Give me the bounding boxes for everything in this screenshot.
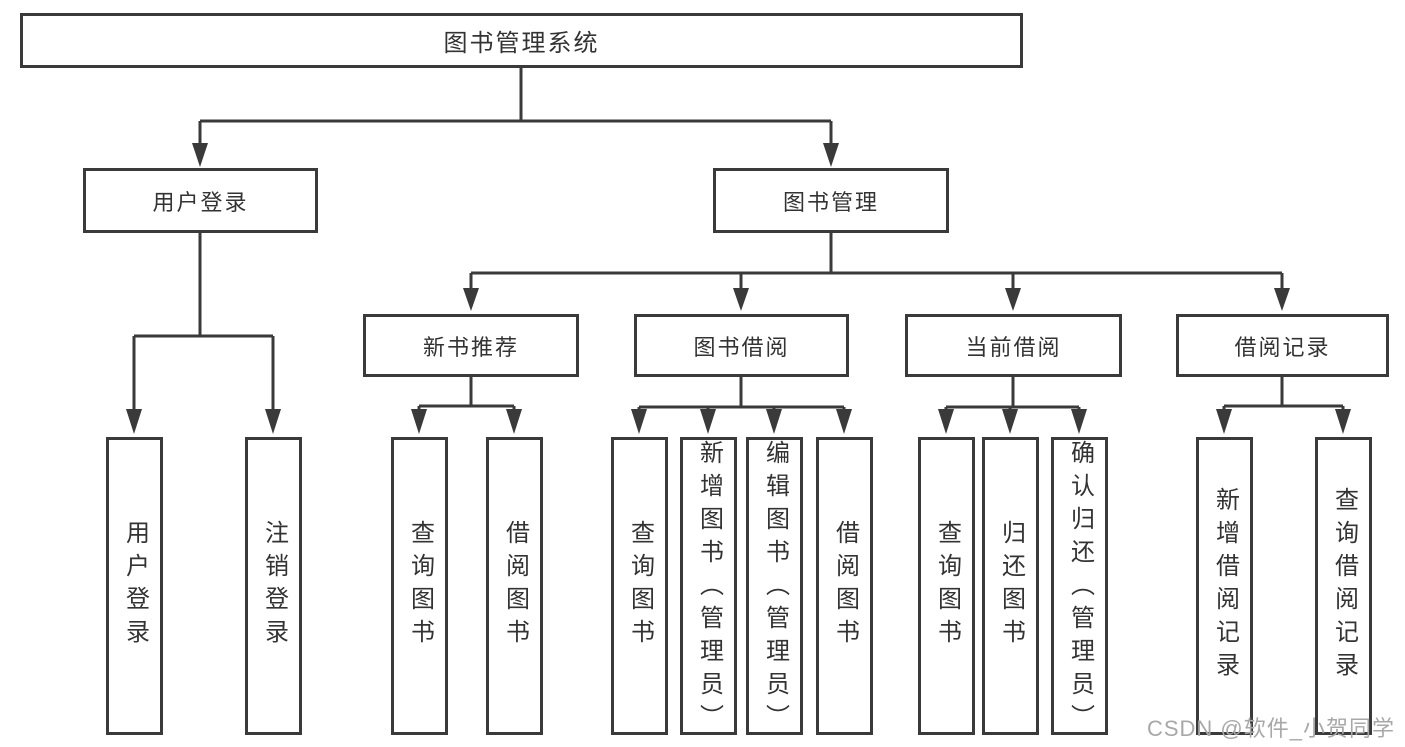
node-label: 图书管理 [782, 189, 879, 215]
leaf-label: 新增图书（管理员） [695, 440, 723, 737]
connector-user-login-to-leaves [126, 233, 281, 434]
leaf-label: 查询图书 [933, 520, 961, 652]
arrowhead [192, 143, 208, 167]
arrowhead [411, 409, 427, 434]
node-book-management: 图书管理 [713, 168, 949, 233]
arrowhead [1071, 409, 1087, 434]
node-borrow-records: 借阅记录 [1176, 314, 1389, 377]
arrowhead [126, 409, 142, 434]
leaf-logout: 注销登录 [245, 437, 302, 735]
connector-current-borrow-to-leaves [938, 377, 1087, 434]
leaf-confirm-return-admin: 确认归还（管理员） [1051, 437, 1108, 737]
node-user-login: 用户登录 [83, 168, 318, 233]
node-label: 当前借阅 [965, 334, 1062, 360]
leaf-label: 借阅图书 [831, 520, 859, 652]
arrowhead [1002, 409, 1018, 434]
connector-line [1222, 377, 1345, 412]
connector-book-management-to-level3 [463, 233, 1290, 311]
connector-line [198, 68, 833, 146]
arrowhead [1274, 288, 1290, 311]
arrowhead [463, 288, 479, 311]
node-label: 新书推荐 [422, 334, 519, 360]
leaf-label: 新增借阅记录 [1211, 487, 1239, 685]
leaf-query-books-recommend: 查询图书 [391, 437, 448, 735]
connector-book-borrow-to-leaves [631, 377, 852, 434]
leaf-add-borrow-record: 新增借阅记录 [1196, 437, 1253, 735]
leaf-label: 查询借阅记录 [1330, 487, 1358, 685]
leaf-add-books-admin: 新增图书（管理员） [680, 437, 737, 737]
leaf-label: 借阅图书 [501, 520, 529, 652]
connector-line [132, 233, 275, 411]
arrowhead [265, 409, 281, 434]
arrowhead [823, 143, 839, 167]
leaf-label: 查询图书 [626, 520, 654, 652]
csdn-watermark: CSDN @软件_小贺同学 [1146, 716, 1395, 741]
leaf-query-books-current: 查询图书 [918, 437, 975, 735]
connector-new-book-recommend-to-leaves [411, 377, 522, 434]
leaf-user-login: 用户登录 [106, 437, 163, 735]
node-book-borrow: 图书借阅 [634, 314, 849, 377]
connector-line [637, 377, 846, 412]
connector-line [469, 233, 1284, 290]
leaf-borrow-books-recommend: 借阅图书 [486, 437, 543, 735]
connector-borrow-records-to-leaves [1216, 377, 1351, 434]
arrowhead [733, 288, 749, 311]
node-label: 用户登录 [152, 189, 249, 215]
node-current-borrow: 当前借阅 [905, 314, 1122, 377]
leaf-query-books-borrow: 查询图书 [611, 437, 668, 735]
arrowhead [1335, 409, 1351, 434]
arrowhead [631, 409, 647, 434]
leaf-edit-books-admin: 编辑图书（管理员） [746, 437, 803, 737]
leaf-label: 用户登录 [121, 520, 149, 652]
arrowhead [1005, 288, 1021, 311]
leaf-label: 注销登录 [260, 520, 288, 652]
arrowhead [938, 409, 954, 434]
leaf-borrow-books-borrow: 借阅图书 [816, 437, 873, 735]
leaf-label: 确认归还（管理员） [1066, 440, 1094, 737]
connector-line [944, 377, 1081, 412]
node-new-book-recommend: 新书推荐 [363, 314, 579, 377]
root-node-library-system: 图书管理系统 [20, 13, 1023, 68]
node-label: 借阅记录 [1234, 334, 1331, 360]
leaf-label: 编辑图书（管理员） [761, 440, 789, 737]
arrowhead [766, 409, 782, 434]
node-label: 图书借阅 [693, 334, 790, 360]
root-node-label: 图书管理系统 [443, 30, 600, 57]
arrowhead [836, 409, 852, 434]
connector-line [417, 377, 516, 412]
connector-root-to-level2 [192, 68, 839, 167]
leaf-return-books: 归还图书 [982, 437, 1039, 735]
arrowhead [506, 409, 522, 434]
leaf-query-borrow-record: 查询借阅记录 [1315, 437, 1372, 735]
arrowhead [1216, 409, 1232, 434]
arrowhead [700, 409, 716, 434]
leaf-label: 查询图书 [406, 520, 434, 652]
leaf-label: 归还图书 [997, 520, 1025, 652]
